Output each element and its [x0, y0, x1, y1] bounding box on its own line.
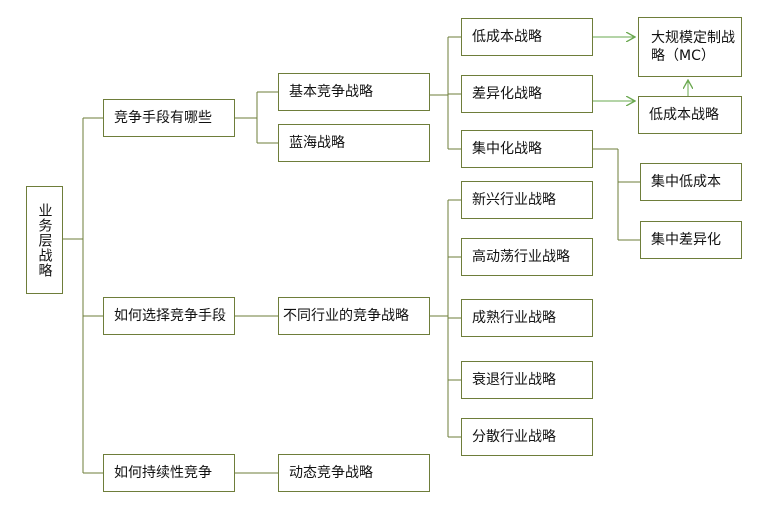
node-sustain-competition: 如何持续性竞争 — [103, 454, 235, 492]
node-focus-low-cost: 集中低成本 — [640, 163, 742, 201]
root-node: 业务层战略 — [26, 186, 63, 294]
node-choose-means: 如何选择竞争手段 — [103, 297, 235, 335]
node-emerging-industry: 新兴行业战略 — [461, 181, 593, 219]
node-focus: 集中化战略 — [461, 130, 593, 168]
node-turbulent-industry: 高动荡行业战略 — [461, 238, 593, 276]
node-fragmented-industry: 分散行业战略 — [461, 418, 593, 456]
node-industry-strategy: 不同行业的竞争战略 — [278, 297, 430, 335]
node-blue-ocean: 蓝海战略 — [278, 124, 430, 162]
node-basic-strategy: 基本竞争战略 — [278, 73, 430, 111]
node-low-cost-2: 低成本战略 — [638, 96, 742, 134]
node-mature-industry: 成熟行业战略 — [461, 299, 593, 337]
node-declining-industry: 衰退行业战略 — [461, 361, 593, 399]
node-differentiation: 差异化战略 — [461, 75, 593, 113]
node-focus-differentiation: 集中差异化 — [640, 221, 742, 259]
node-low-cost: 低成本战略 — [461, 18, 593, 56]
node-mass-customization: 大规模定制战略（MC） — [638, 17, 742, 77]
node-competition-means: 竞争手段有哪些 — [103, 99, 235, 137]
node-dynamic-strategy: 动态竞争战略 — [278, 454, 430, 492]
